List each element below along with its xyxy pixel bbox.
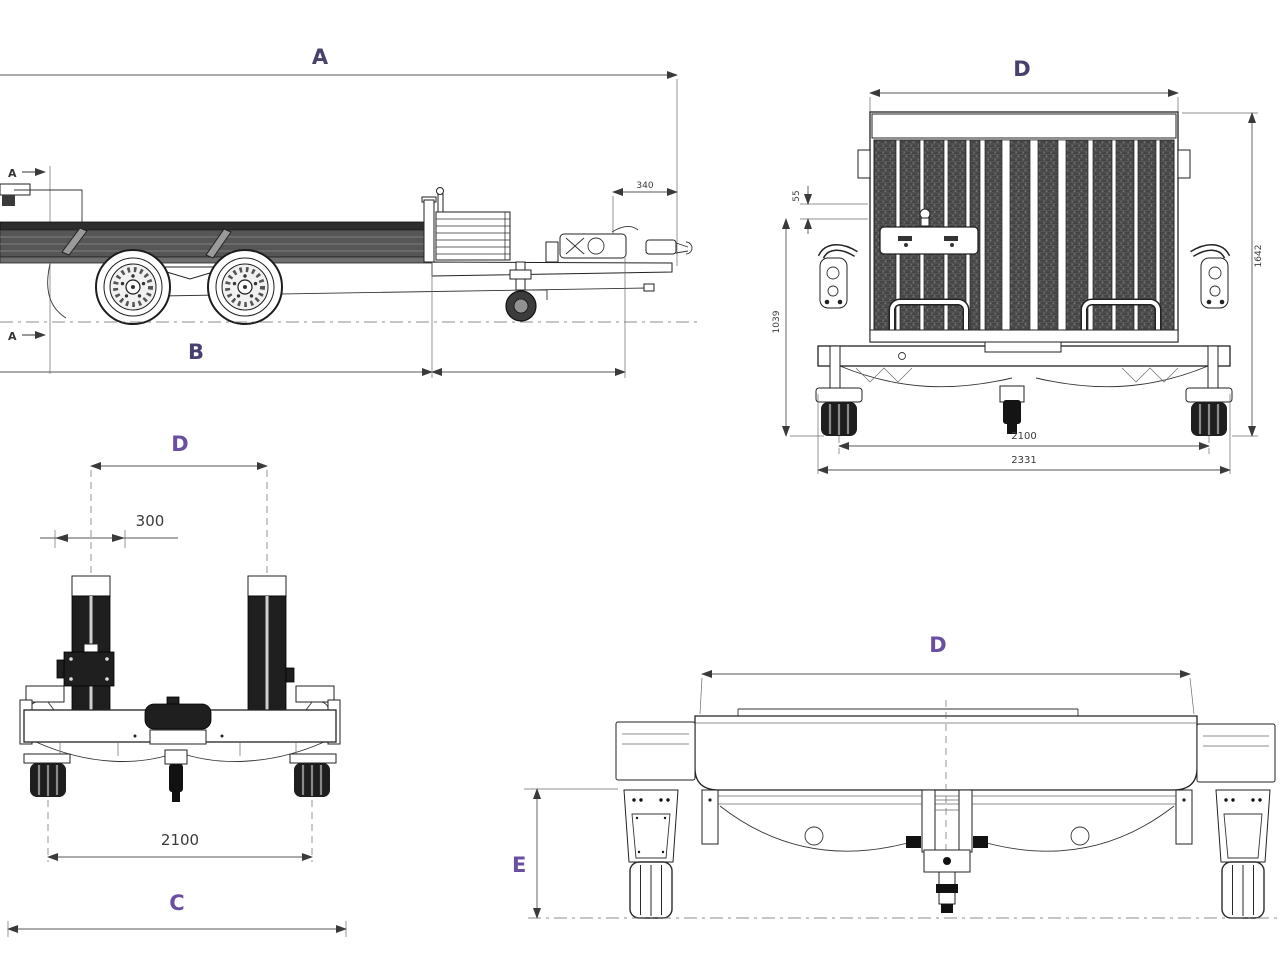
front-wheel-right xyxy=(1215,789,1271,919)
dim-1642: 1642 xyxy=(1254,245,1264,268)
number-plate xyxy=(879,226,979,255)
side-wheel-1 xyxy=(96,250,170,324)
side-view: A 340 A A xyxy=(0,45,698,378)
dim-label-a: A xyxy=(312,45,329,69)
section-label-a-top: A xyxy=(8,167,17,180)
coupling-folded xyxy=(169,764,183,792)
folded-view-body xyxy=(19,685,341,802)
rear-swing-arm xyxy=(47,263,67,319)
hinge-tab-right xyxy=(1177,149,1191,179)
coupling-shaft xyxy=(1003,400,1021,424)
folded-wheel-left xyxy=(28,761,68,799)
section-label-a-bottom: A xyxy=(8,330,17,343)
jockey-wheel xyxy=(505,261,548,322)
front-body xyxy=(615,700,1276,916)
dim-label-c: C xyxy=(169,891,184,915)
side-brace-2 xyxy=(205,228,232,259)
dim-55: 55 xyxy=(792,190,802,201)
ramp-handle-left xyxy=(890,300,968,332)
dim-label-d-front: D xyxy=(929,633,946,657)
hinge-tab-left xyxy=(857,149,871,179)
lamp-right xyxy=(1190,244,1231,309)
side-wheel-2 xyxy=(208,250,282,324)
dim-label-e: E xyxy=(512,853,526,877)
dim-340: 340 xyxy=(636,181,653,191)
lamp-left xyxy=(817,244,858,309)
dim-label-d-rear: D xyxy=(1013,57,1030,81)
front-underframe xyxy=(701,789,1193,913)
ramp-post-right xyxy=(243,575,295,737)
front-fender-right xyxy=(1196,723,1276,783)
ramps-folded-view: D 300 xyxy=(7,432,347,937)
dim-1039: 1039 xyxy=(772,310,782,333)
dim-2331: 2331 xyxy=(1011,455,1036,466)
ramp-handle-right xyxy=(1082,300,1160,332)
front-view: D xyxy=(512,633,1280,919)
trailer-bed xyxy=(0,221,433,319)
ramp-stack xyxy=(421,187,511,263)
post-mount-plate xyxy=(63,651,115,687)
rear-lamp xyxy=(0,183,83,222)
dim-2100-folded: 2100 xyxy=(161,831,199,849)
mudguard-right xyxy=(1185,387,1233,403)
dim-label-d-folded: D xyxy=(171,432,188,456)
winch-coupling xyxy=(545,226,693,263)
dim-2100-rear: 2100 xyxy=(1011,431,1036,442)
mudguard-left xyxy=(815,387,863,403)
rear-bed xyxy=(815,341,1233,434)
folded-wheel-right xyxy=(292,761,332,799)
rear-ramp-view: D xyxy=(772,57,1264,474)
ramp-post-left xyxy=(56,575,115,737)
dim-label-b: B xyxy=(188,340,204,364)
front-wheel-left xyxy=(623,789,679,919)
dim-300: 300 xyxy=(136,512,165,530)
side-brace-1 xyxy=(61,227,88,256)
mesh-ramp xyxy=(857,111,1191,351)
rear-wheel-right xyxy=(1189,400,1229,438)
center-box xyxy=(144,703,212,730)
front-fender-left xyxy=(615,721,696,781)
rear-wheel-left xyxy=(819,400,859,438)
